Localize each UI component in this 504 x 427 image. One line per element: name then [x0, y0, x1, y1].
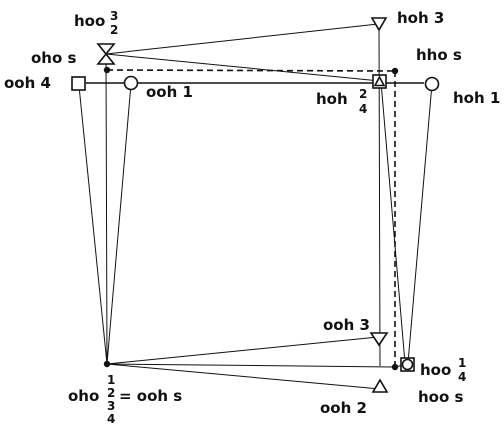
markers	[71, 17, 440, 393]
label-hoh24-base: hoh	[316, 90, 348, 108]
line-bottomleft-ooh3	[106, 336, 379, 365]
label-ooh2: ooh 2	[320, 399, 367, 417]
label-hoo32-bottom: 2	[110, 23, 118, 37]
label-oho-digit-1: 1	[107, 373, 115, 387]
triangle-marker-hoh24	[373, 75, 386, 87]
label-hoo32-top: 3	[110, 9, 118, 23]
label-hoo32-base: hoo	[74, 12, 105, 30]
line-hoo32-hoh24	[105, 53, 381, 82]
label-oho-equals-ooh-s: = ooh s	[119, 387, 182, 405]
label-oho-base: oho	[68, 387, 99, 405]
circle-marker-hoh1	[424, 76, 440, 92]
triangle-down-marker-ooh3	[369, 332, 389, 347]
line-bottomleft-ooh2	[106, 363, 381, 390]
line-ooh4-bottomleft	[78, 85, 108, 365]
label-ooh3: ooh 3	[323, 316, 370, 334]
line-bottomleft-hoos	[106, 363, 396, 368]
hourglass-marker-hoo32	[96, 43, 116, 65]
line-hoh24-hoo14	[380, 81, 406, 364]
label-hoo14-base: hoo	[420, 361, 451, 379]
dot-bottom-left	[103, 360, 111, 368]
label-oho-digit-2: 2	[107, 386, 115, 400]
label-hoo-s: hoo s	[418, 388, 464, 406]
label-hoh24-top: 2	[359, 87, 367, 101]
circle-marker-ooh1	[123, 75, 139, 91]
label-hoh1: hoh 1	[453, 89, 500, 107]
dot-oho-s	[103, 66, 111, 74]
label-hoh3: hoh 3	[397, 9, 444, 27]
label-ooh4: ooh 4	[4, 74, 51, 92]
dot-hoo-s	[391, 363, 399, 371]
label-hho-s: hho s	[416, 46, 462, 64]
triangle-down-marker-hoh3	[370, 17, 388, 32]
dashed-lines	[106, 69, 396, 367]
line-ooh1-bottomleft	[106, 83, 132, 365]
line-hoo32-bottomleft	[105, 55, 108, 365]
label-oho-digit-4: 4	[107, 412, 115, 426]
line-hoo32-hoh3	[105, 23, 379, 55]
dashed-line-ohos-hhos	[106, 69, 395, 72]
label-hoo14-top: 1	[458, 356, 466, 370]
label-hoh24-bottom: 4	[359, 102, 367, 116]
label-oho-digit-3: 3	[107, 399, 115, 413]
label-oho-s: oho s	[31, 49, 77, 67]
circle-marker-hoo14	[401, 358, 414, 371]
dot-hho-s	[391, 67, 399, 75]
label-ooh1: ooh 1	[146, 83, 193, 101]
triangle-up-marker-ooh2	[371, 378, 389, 393]
line-hoh1-hoo14	[407, 83, 433, 364]
labels: hoo 3 2 hoh 3 oho s hho s ooh 4 ooh 1 ho…	[4, 9, 500, 426]
label-hoo14-bottom: 4	[458, 370, 466, 384]
square-marker-ooh4	[71, 76, 86, 91]
